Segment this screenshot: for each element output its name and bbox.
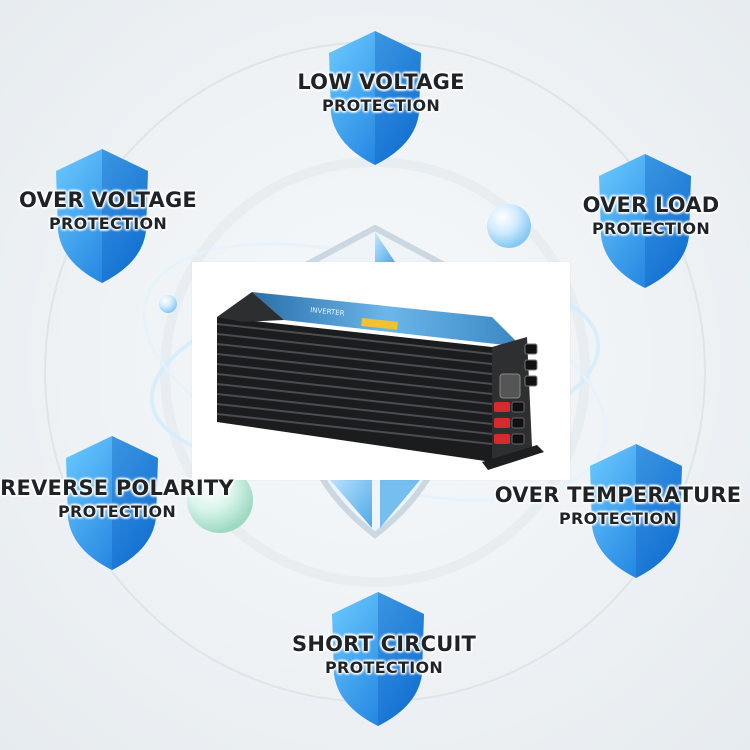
feature-title: SHORT CIRCUIT bbox=[291, 632, 477, 656]
inverter-label-text: INVERTER bbox=[310, 306, 345, 318]
feature-subtitle: PROTECTION bbox=[558, 509, 678, 528]
feature-title: OVER TEMPERATURE bbox=[494, 483, 742, 507]
shield-icon bbox=[329, 31, 421, 165]
feature-title: REVERSE POLARITY bbox=[0, 476, 234, 500]
product-image-panel: INVERTER bbox=[192, 262, 570, 480]
shield-icon bbox=[590, 444, 682, 578]
feature-subtitle: PROTECTION bbox=[324, 658, 444, 677]
feature-over-load: OVER LOAD PROTECTION bbox=[583, 193, 720, 238]
feature-over-temperature: OVER TEMPERATURE PROTECTION bbox=[495, 483, 742, 528]
shield-icon bbox=[599, 154, 691, 288]
feature-subtitle: PROTECTION bbox=[48, 214, 168, 233]
feature-title: OVER VOLTAGE bbox=[19, 188, 197, 212]
feature-over-voltage: OVER VOLTAGE PROTECTION bbox=[19, 188, 197, 233]
feature-subtitle: PROTECTION bbox=[321, 96, 441, 115]
shield-icon bbox=[66, 436, 158, 570]
feature-subtitle: PROTECTION bbox=[591, 219, 711, 238]
shield-icon bbox=[332, 592, 424, 726]
shield-icon bbox=[56, 149, 148, 283]
feature-reverse-polarity: REVERSE POLARITY PROTECTION bbox=[0, 476, 234, 521]
feature-low-voltage: LOW VOLTAGE PROTECTION bbox=[297, 70, 464, 115]
feature-subtitle: PROTECTION bbox=[57, 502, 177, 521]
feature-title: OVER LOAD bbox=[582, 193, 720, 217]
feature-title: LOW VOLTAGE bbox=[297, 70, 465, 94]
power-inverter-image: INVERTER bbox=[216, 292, 544, 470]
feature-short-circuit: SHORT CIRCUIT PROTECTION bbox=[292, 632, 476, 677]
